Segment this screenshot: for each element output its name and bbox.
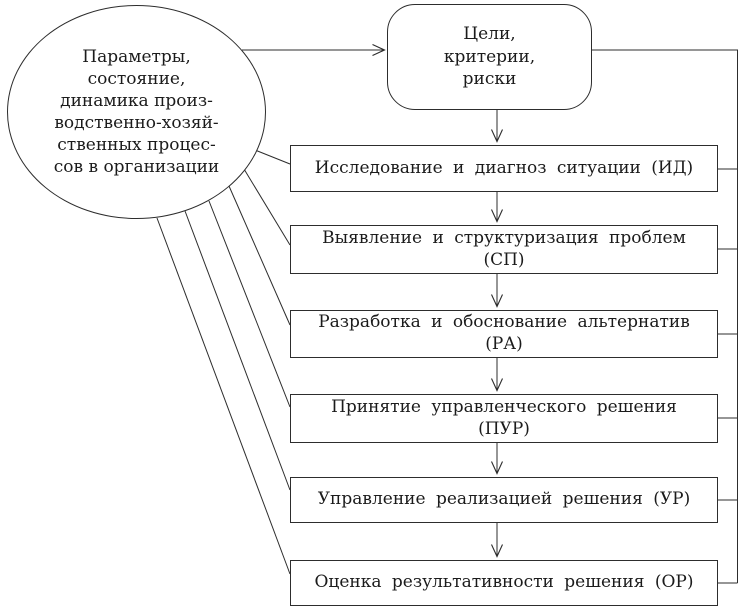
stage-box-implementation-management: Управление реализацией решения (УР) (290, 477, 718, 523)
feedback-bus-lines (592, 49, 738, 584)
stage-box-alternatives-development: Разработка и обоснование альтернатив (РА… (290, 310, 718, 358)
source-fan-lines (156, 149, 291, 575)
line-source-to-stage3 (228, 185, 291, 326)
stage-label: Управление реализацией решения (УР) (317, 489, 691, 510)
stage-label: Принятие управленческого решения (ПУР) (331, 396, 677, 439)
line-source-to-stage6 (156, 217, 291, 575)
stage-box-effectiveness-evaluation: Оценка результативности решения (ОР) (290, 560, 718, 606)
stage-label: Разработка и обоснование альтернатив (РА… (318, 312, 690, 354)
feedback-bus-main (592, 49, 738, 583)
goals-node-label: Цели, критерии, риски (443, 23, 536, 90)
line-source-to-stage5 (184, 210, 291, 491)
stage-box-decision-making: Принятие управленческого решения (ПУР) (290, 394, 718, 443)
stage-label: Оценка результативности решения (ОР) (314, 572, 694, 593)
stage-label: Исследование и диагноз ситуации (ИД) (314, 157, 694, 178)
flow-arrows (242, 44, 503, 558)
stage-label: Выявление и структуризация проблем (СП) (322, 227, 686, 270)
stage-box-problem-structuring: Выявление и структуризация проблем (СП) (290, 225, 718, 274)
goals-criteria-risks-node: Цели, критерии, риски (387, 4, 592, 110)
source-ellipse-node: Параметры, состояние, динамика произ- во… (7, 5, 266, 219)
stage-box-research-diagnosis: Исследование и диагноз ситуации (ИД) (290, 145, 718, 192)
line-source-to-stage2 (243, 168, 291, 246)
line-source-to-stage1 (254, 149, 291, 165)
source-ellipse-label: Параметры, состояние, динамика произ- во… (53, 46, 220, 178)
line-source-to-stage4 (208, 200, 291, 408)
